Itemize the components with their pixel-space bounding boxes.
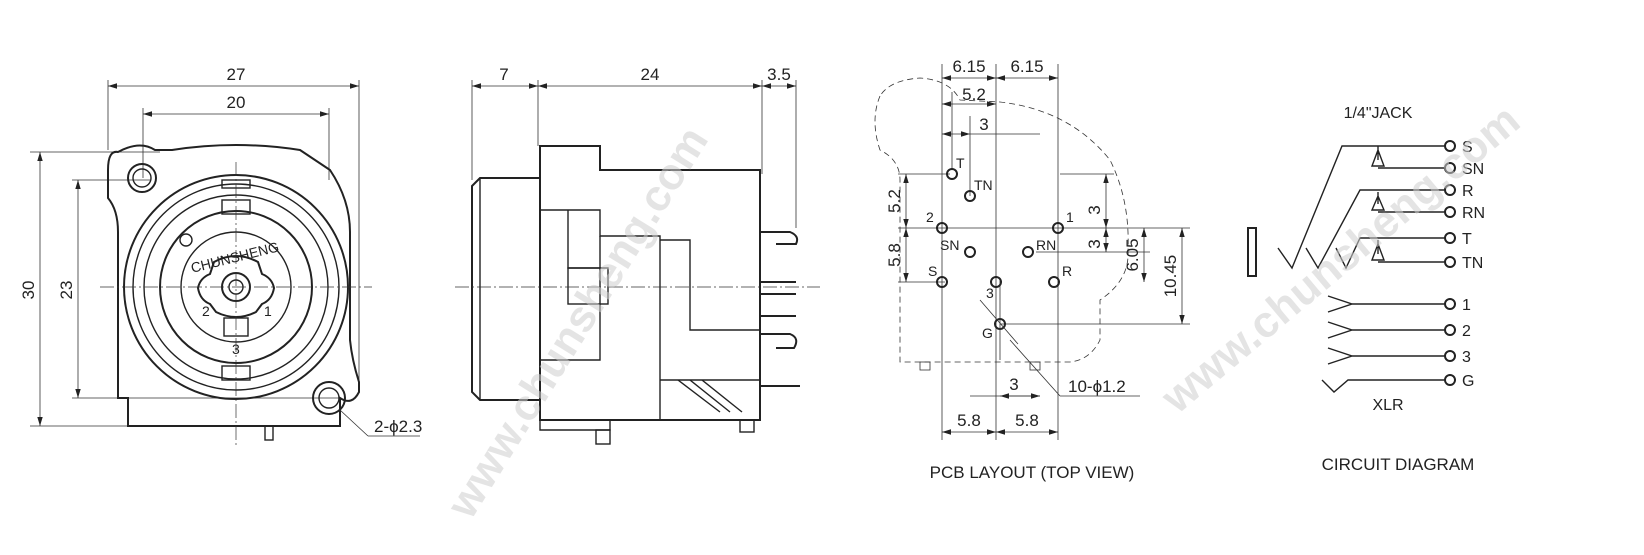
pcb-hole-sn: [964, 246, 976, 258]
dim-width-outer: 27: [227, 65, 246, 84]
terminal-label-s: S: [1462, 139, 1473, 156]
pcb-pin-rn: RN: [1036, 237, 1056, 253]
pcb-pin-s: S: [928, 263, 937, 279]
terminal-label-2: 2: [1462, 323, 1471, 340]
terminal-r-icon: [1444, 184, 1456, 196]
pcb-hole-s: [936, 276, 948, 288]
pin-label-3: 3: [232, 341, 240, 357]
terminal-1-icon: [1444, 298, 1456, 310]
jack-contact-r: [1305, 189, 1444, 270]
hole-callout: 2-ϕ2.3: [374, 417, 422, 436]
pcb-dim-right-upper: 3: [1085, 205, 1104, 214]
xlr-title: XLR: [1372, 397, 1403, 414]
pcb-hole-t: [946, 168, 958, 180]
terminal-t-icon: [1444, 232, 1456, 244]
terminal-label-r: R: [1462, 183, 1474, 200]
jack-title: 1/4"JACK: [1344, 105, 1413, 122]
pcb-hole-rn: [1022, 246, 1034, 258]
xlr-contact-2: [1327, 321, 1444, 339]
pcb-pin-sn: SN: [940, 237, 959, 253]
pcb-dim-right-lower: 3: [1085, 239, 1104, 248]
pcb-dim-top-second: 5.2: [962, 85, 986, 104]
front-view: 27 20 30 23 CHUNSHENG 2 1: [19, 65, 422, 448]
dim-body-length: 24: [641, 65, 660, 84]
pcb-pin-t: T: [956, 155, 965, 171]
pcb-hole-tn: [964, 190, 976, 202]
circuit-caption: CIRCUIT DIAGRAM: [1322, 455, 1475, 474]
terminal-label-rn: RN: [1462, 205, 1485, 222]
pcb-pin-2: 2: [926, 209, 934, 225]
terminal-3-icon: [1444, 350, 1456, 362]
pcb-dim-bottom-right: 5.8: [1015, 411, 1039, 430]
terminal-g-icon: [1444, 374, 1456, 386]
pcb-hole-2: [936, 222, 948, 234]
terminal-s-icon: [1444, 140, 1456, 152]
xlr-contact-3: [1327, 347, 1444, 365]
mounting-hole-bottom-right-icon: [312, 381, 346, 415]
xlr-socket: [196, 255, 276, 318]
pcb-dim-left-upper: 5.2: [885, 189, 904, 213]
pcb-caption: PCB LAYOUT (TOP VIEW): [930, 463, 1135, 482]
pcb-outline: [874, 77, 1129, 363]
dim-front-depth: 7: [499, 65, 508, 84]
dim-height-outer: 30: [19, 281, 38, 300]
terminal-rn-icon: [1444, 206, 1456, 218]
dim-height-inner: 23: [57, 281, 76, 300]
pcb-pin-3: 3: [986, 285, 994, 301]
jack-contact-s: [1277, 145, 1444, 270]
xlr-contact-g: [1321, 379, 1444, 393]
pcb-dim-right-mid: 6.05: [1123, 238, 1142, 271]
dim-width-inner: 20: [227, 93, 246, 112]
mounting-flange: [107, 144, 360, 427]
pcb-dim-right-total: 10.45: [1161, 255, 1180, 298]
xlr-contact-1: [1327, 295, 1444, 313]
side-view: 7 24 3.5: [455, 65, 820, 445]
pcb-pin-g: G: [982, 325, 993, 341]
jack-contact-t: [1335, 237, 1444, 270]
terminal-label-1: 1: [1462, 297, 1471, 314]
terminal-label-g: G: [1462, 373, 1474, 390]
terminal-label-t: T: [1462, 231, 1472, 248]
circuit-diagram: 1/4"JACK S SN R RN T TN 1: [1247, 105, 1485, 474]
terminal-sn-icon: [1444, 162, 1456, 174]
pcb-hole-3: [990, 276, 1002, 288]
side-pin-upper: [760, 231, 799, 245]
pcb-pin-1: 1: [1066, 209, 1074, 225]
terminal-label-3: 3: [1462, 349, 1471, 366]
pcb-dim-bottom-left: 5.8: [957, 411, 981, 430]
pcb-hole-callout: 10-ϕ1.2: [1068, 377, 1126, 396]
terminal-label-tn: TN: [1462, 255, 1483, 272]
pin-label-1: 1: [264, 303, 272, 319]
dim-pin-length: 3.5: [767, 65, 791, 84]
terminal-label-sn: SN: [1462, 161, 1484, 178]
pcb-hole-1: [1052, 222, 1064, 234]
pcb-dim-top-left: 6.15: [952, 57, 985, 76]
terminal-tn-icon: [1444, 256, 1456, 268]
pcb-pin-r: R: [1062, 263, 1072, 279]
pcb-dim-bottom-third: 3: [1009, 375, 1018, 394]
pcb-hole-r: [1048, 276, 1060, 288]
pcb-layout: 6.15 6.15 5.2 3 5.2 5.8 3 3 6.05 10.45 3…: [874, 57, 1190, 482]
pin-label-2: 2: [202, 303, 210, 319]
pcb-pin-tn: TN: [974, 177, 993, 193]
brand-text: CHUNSHENG: [189, 238, 280, 275]
pcb-dim-top-right: 6.15: [1010, 57, 1043, 76]
pcb-dim-top-third: 3: [979, 115, 988, 134]
pcb-dim-left-lower: 5.8: [885, 243, 904, 267]
mounting-hole-top-left-icon: [127, 163, 157, 193]
terminal-2-icon: [1444, 324, 1456, 336]
